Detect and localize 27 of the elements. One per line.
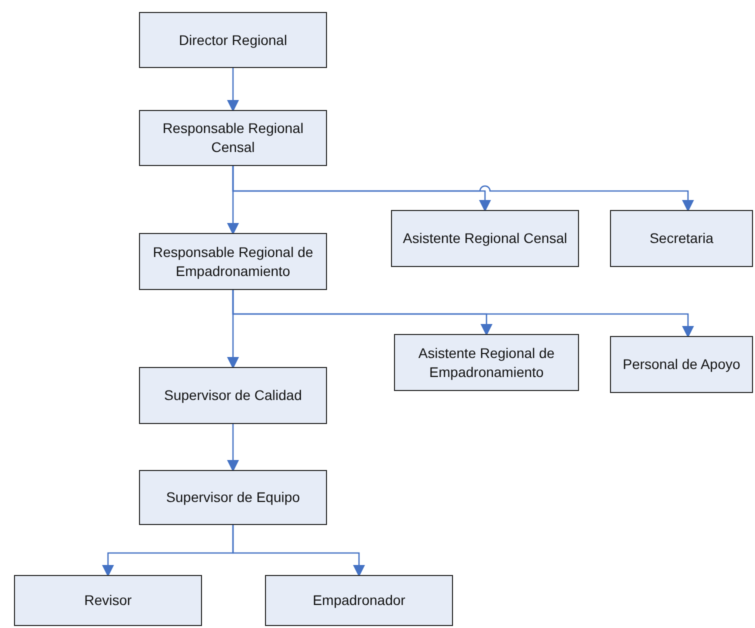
- role-title: Revisor: [84, 591, 132, 610]
- arrow: [232, 290, 694, 338]
- arrow: [227, 424, 239, 472]
- arrow: [232, 166, 694, 212]
- role-title: Personal de Apoyo: [622, 355, 740, 374]
- role-box: [265, 575, 453, 626]
- role-title: Secretaria: [650, 229, 714, 248]
- role-title: Responsable Regional de Empadronamiento: [152, 242, 314, 280]
- role-box: [139, 12, 327, 68]
- role-box: [610, 336, 753, 393]
- role-box: [139, 367, 327, 424]
- role-box: [610, 210, 753, 267]
- role-box: [139, 110, 327, 166]
- role-box: [391, 210, 579, 267]
- role-box: [394, 334, 579, 391]
- role-box: [139, 470, 327, 525]
- arrow: [227, 68, 239, 112]
- role-title: Responsable Regional Censal: [162, 119, 304, 157]
- role-title: Director Regional: [178, 30, 288, 50]
- arrow: [232, 525, 365, 577]
- role-title: Asistente Regional Censal: [402, 229, 568, 248]
- role-title: Supervisor de Equipo: [166, 488, 300, 507]
- role-title: Empadronador: [312, 591, 406, 610]
- role-title: Supervisor de Calidad: [164, 386, 302, 405]
- role-title: Asistente Regional de Empadronamiento: [417, 344, 556, 382]
- role-box: [139, 233, 327, 290]
- role-box: [14, 575, 202, 626]
